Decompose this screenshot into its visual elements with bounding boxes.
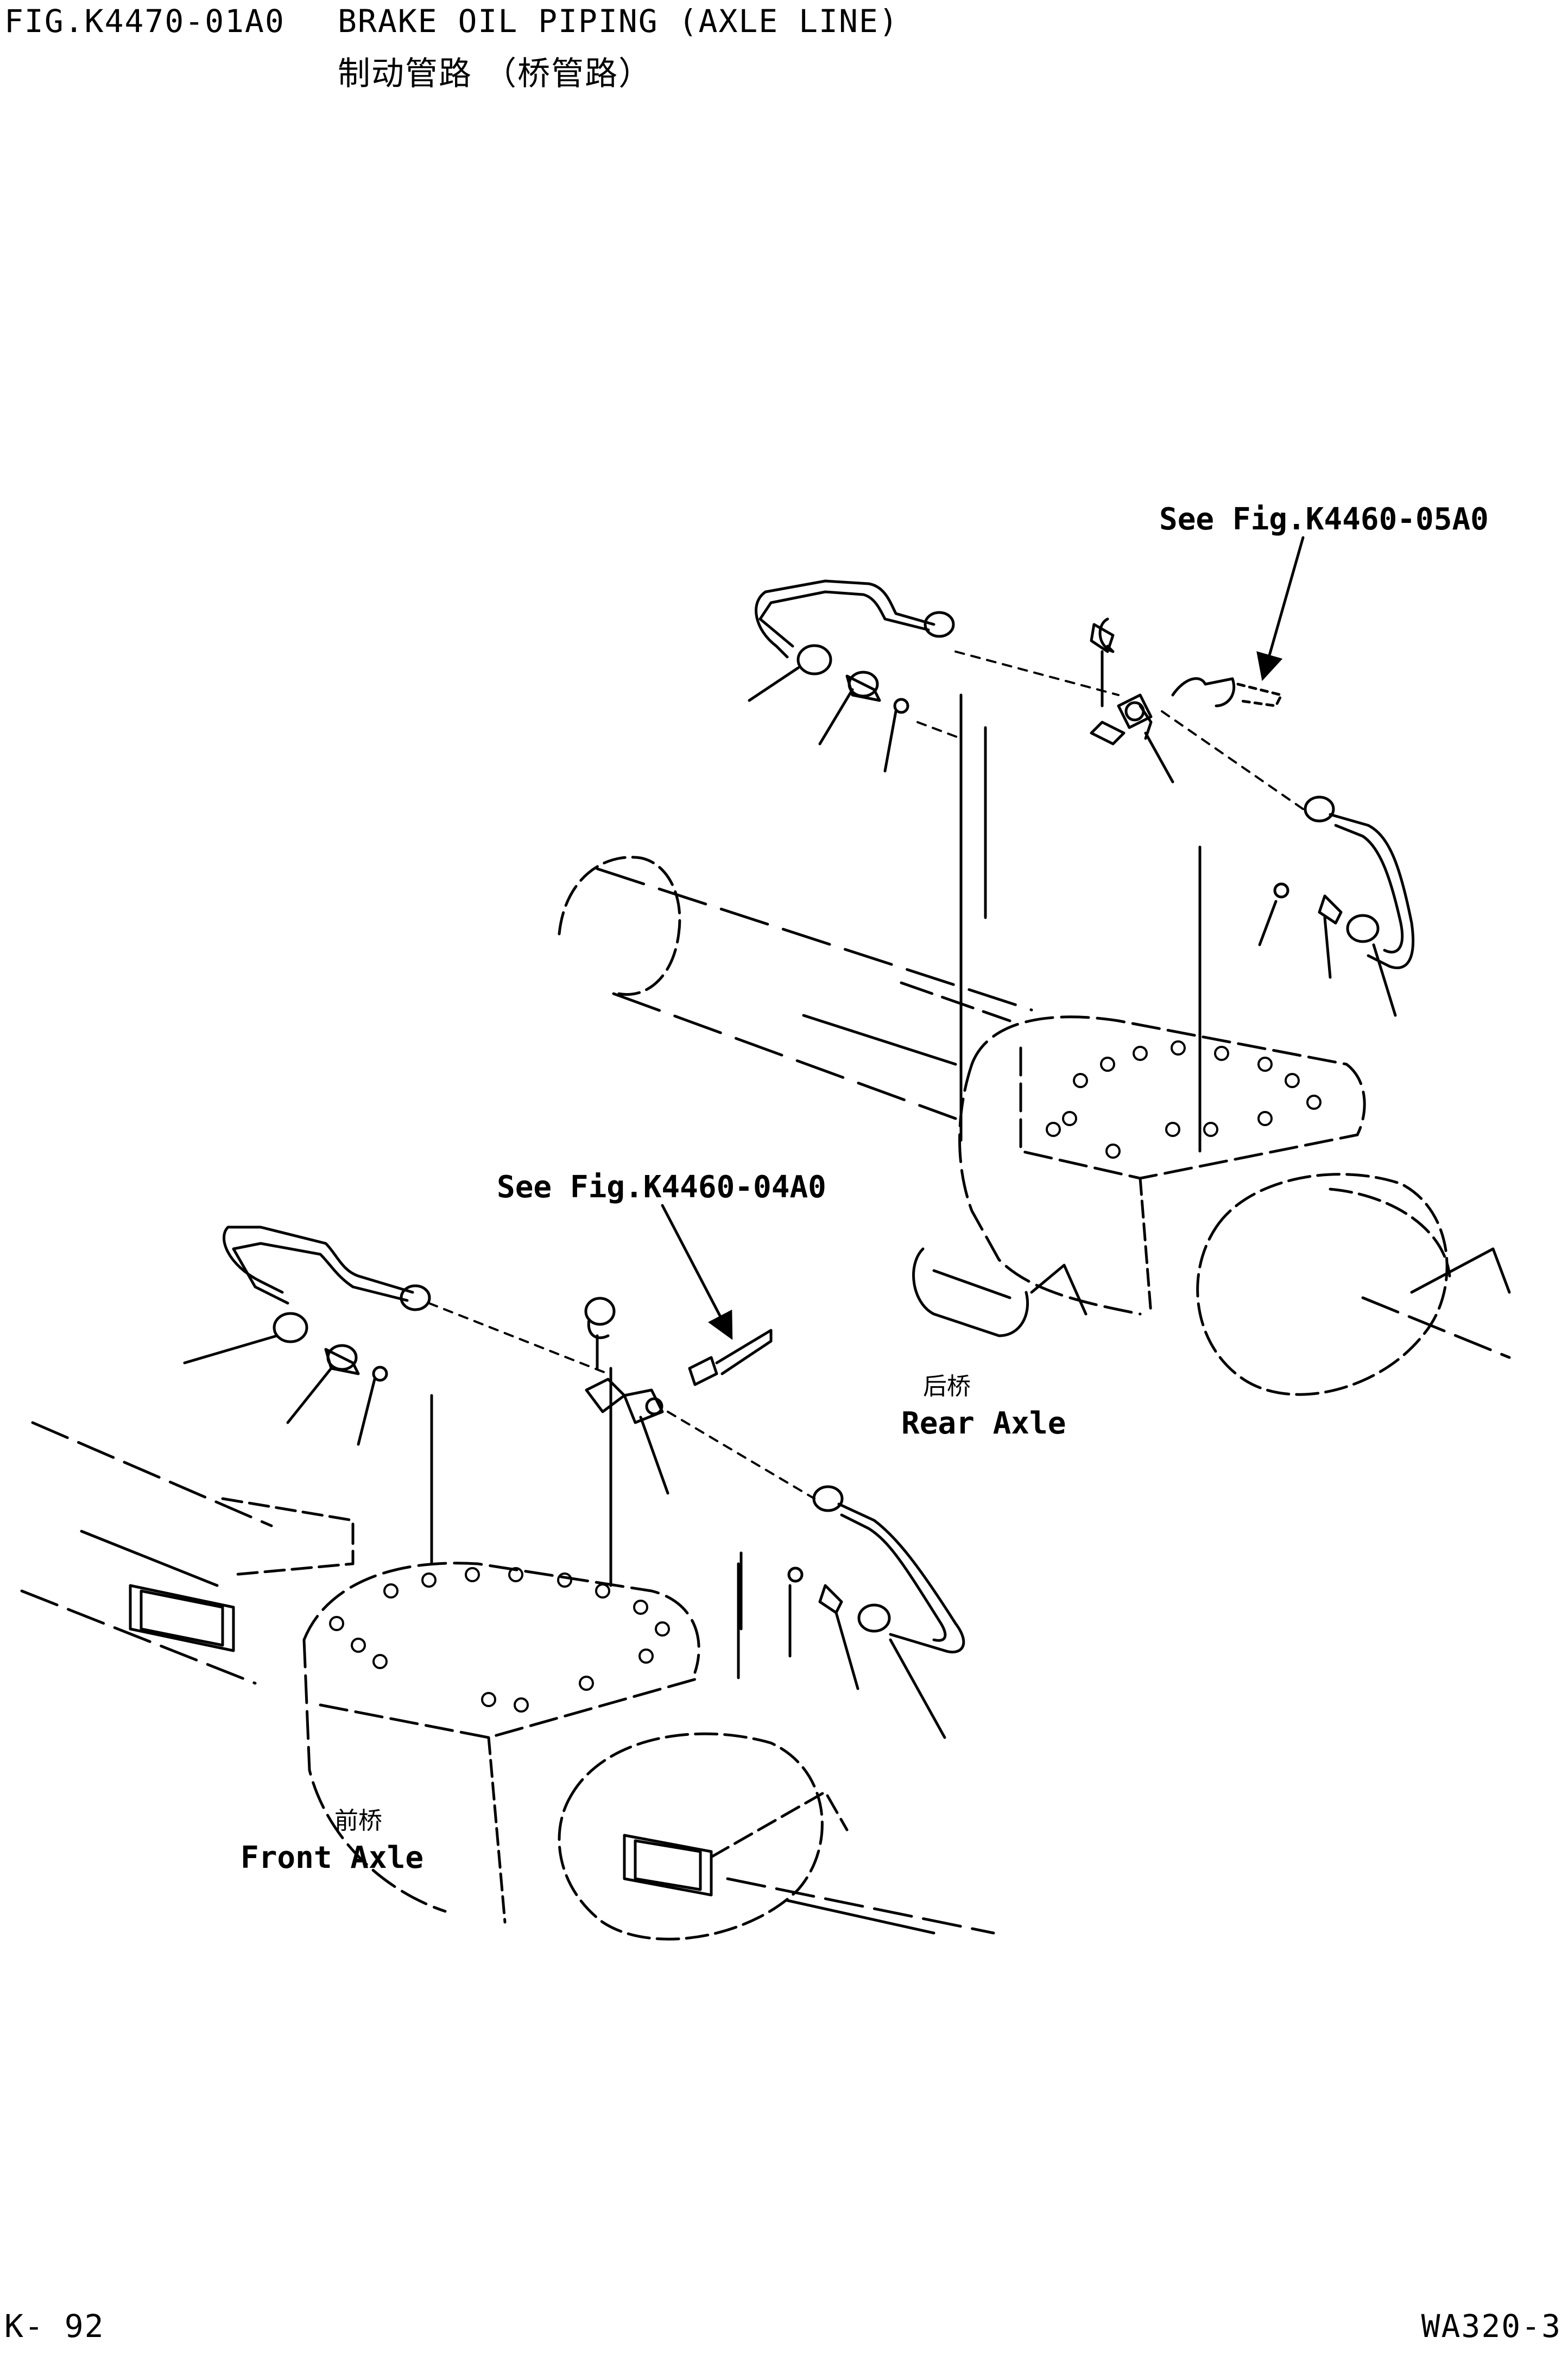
- rear-reference-callout: See Fig.K4460-05A0: [1159, 502, 1489, 537]
- front-axle-label-cn: 前桥: [334, 1807, 382, 1835]
- rear-axle-drawing: [558, 693, 1511, 1396]
- rear-axle-label: Rear Axle: [901, 1406, 1066, 1441]
- front-reference-callout: See Fig.K4460-04A0: [497, 1170, 826, 1205]
- page-number: K- 92: [4, 2308, 105, 2345]
- rear-brake-pipe-right: [1161, 710, 1415, 1017]
- front-ref-arrow: [661, 1204, 733, 1340]
- front-brake-pipe-right: [667, 1411, 965, 1739]
- rear-ref-arrow: [1256, 536, 1305, 681]
- rear-brake-valve-block: [1090, 617, 1283, 784]
- front-axle-label: Front Axle: [241, 1840, 423, 1875]
- figure-id: FIG.K4470-01A0: [4, 3, 285, 40]
- front-axle-drawing: [20, 1367, 995, 1941]
- rear-axle-label-cn: 后桥: [923, 1373, 971, 1400]
- model-code: WA320-3: [1421, 2308, 1561, 2345]
- front-brake-valve-block: [584, 1297, 773, 1495]
- front-brake-pipe-left: [183, 1226, 609, 1446]
- title-english: BRAKE OIL PIPING (AXLE LINE): [338, 3, 899, 40]
- title-chinese: 制动管路 （桥管路）: [338, 55, 653, 93]
- rear-brake-pipe-left: [748, 579, 1120, 773]
